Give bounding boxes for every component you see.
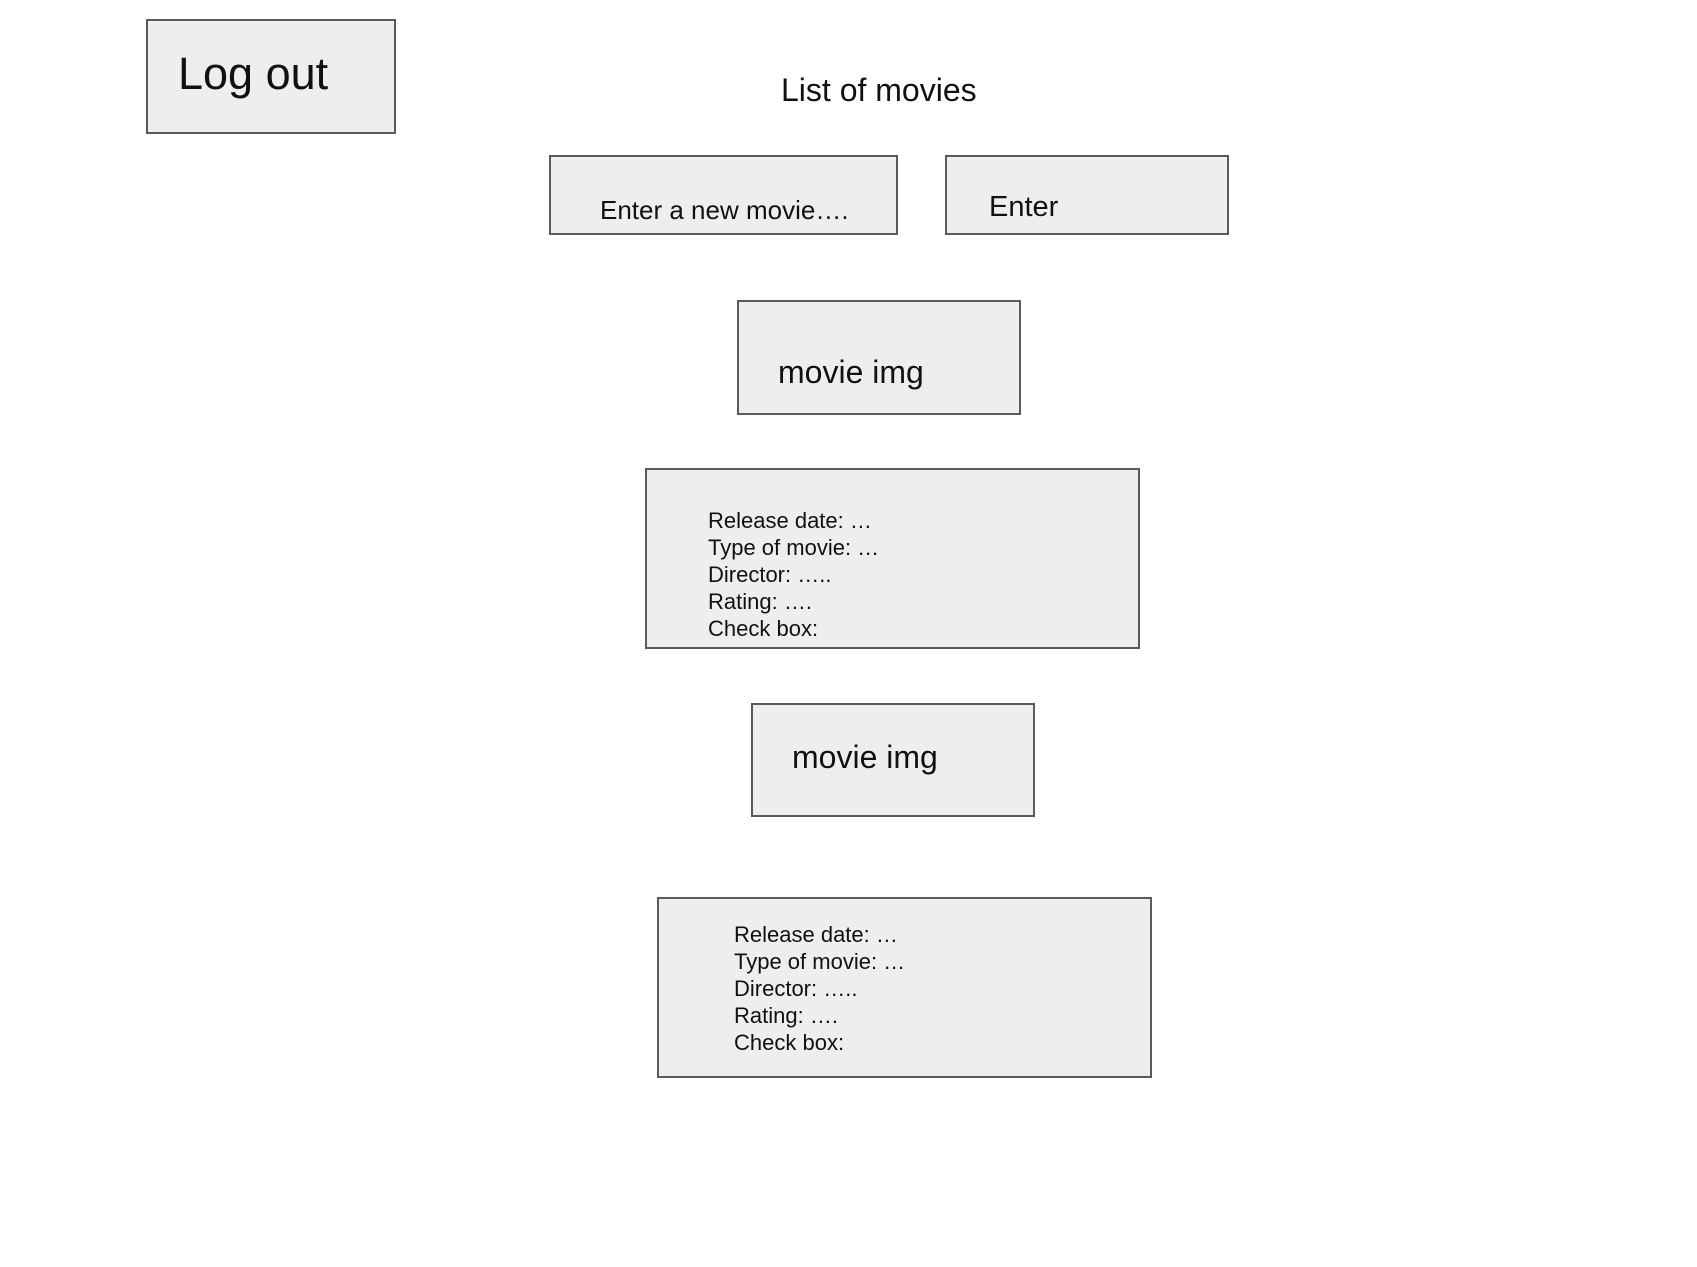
rating-field: Rating: …. — [708, 589, 812, 614]
check-box-field[interactable]: Check box: — [708, 616, 819, 641]
movie-image-placeholder: movie img — [751, 703, 1035, 817]
movie-image-label: movie img — [778, 354, 924, 390]
movie-image-placeholder: movie img — [737, 300, 1021, 415]
enter-button[interactable]: Enter — [945, 155, 1229, 235]
movie-details-card: Release date: … Type of movie: … Directo… — [645, 468, 1140, 649]
new-movie-input[interactable]: Enter a new movie…. — [549, 155, 898, 235]
new-movie-input-text: Enter a new movie…. — [600, 195, 849, 225]
logout-button[interactable]: Log out — [146, 19, 396, 134]
rating-field: Rating: …. — [734, 1003, 838, 1028]
director-field: Director: ….. — [734, 976, 858, 1001]
enter-button-label: Enter — [989, 191, 1059, 223]
director-field: Director: ….. — [708, 562, 832, 587]
movie-image-label: movie img — [792, 739, 938, 775]
logout-button-label: Log out — [178, 48, 329, 99]
release-date-field: Release date: … — [708, 508, 872, 533]
movie-details-list: Release date: … Type of movie: … Directo… — [708, 507, 879, 642]
movie-type-field: Type of movie: … — [734, 949, 906, 974]
page-title: List of movies — [781, 72, 977, 108]
release-date-field: Release date: … — [734, 922, 898, 947]
movie-details-card: Release date: … Type of movie: … Directo… — [657, 897, 1152, 1078]
movie-type-field: Type of movie: … — [708, 535, 880, 560]
movie-details-list: Release date: … Type of movie: … Directo… — [734, 921, 905, 1056]
check-box-field[interactable]: Check box: — [734, 1030, 845, 1055]
